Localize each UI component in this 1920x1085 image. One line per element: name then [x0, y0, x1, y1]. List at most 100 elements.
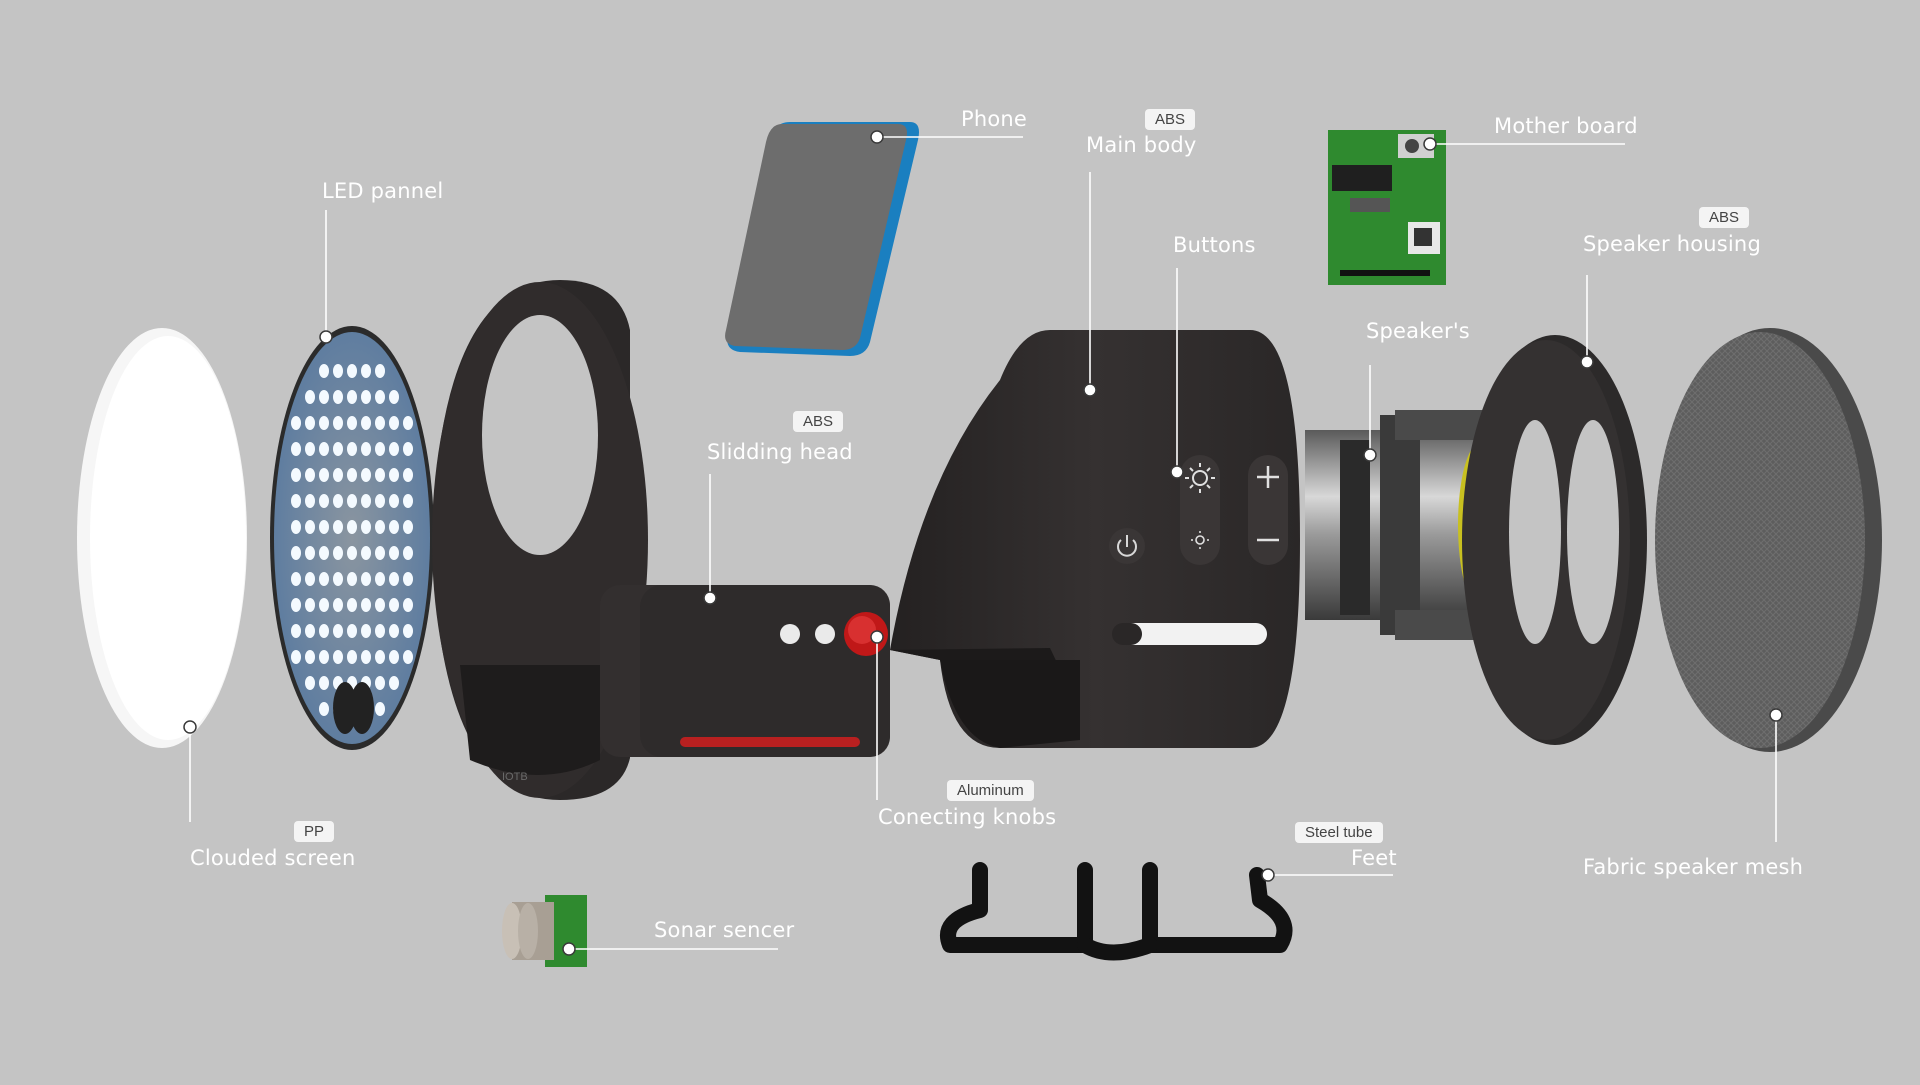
led-dot	[305, 416, 315, 430]
led-dot	[291, 416, 301, 430]
led-dot	[375, 546, 385, 560]
anchor-led-panel	[319, 330, 333, 344]
led-dot	[319, 624, 329, 638]
led-dot	[319, 702, 329, 716]
led-dot	[319, 520, 329, 534]
led-dot	[403, 650, 413, 664]
led-dot	[389, 624, 399, 638]
led-dot	[305, 572, 315, 586]
led-dot	[389, 572, 399, 586]
anchor-fabric-mesh	[1769, 708, 1783, 722]
svg-text:IOTB: IOTB	[502, 771, 528, 783]
buttons-label: Buttons	[1173, 233, 1256, 257]
led-dot	[361, 468, 371, 482]
anchor-buttons	[1170, 465, 1184, 479]
sonar-sensor	[502, 895, 587, 967]
led-dot	[375, 442, 385, 456]
led-dot	[375, 572, 385, 586]
feet-label: Feet	[1351, 846, 1397, 870]
led-dot	[361, 442, 371, 456]
leader-lines	[189, 136, 1777, 950]
anchor-sliding-head	[703, 591, 717, 605]
led-dot	[361, 598, 371, 612]
led-dot	[375, 468, 385, 482]
led-dot	[403, 598, 413, 612]
led-dot	[347, 624, 357, 638]
led-dot	[305, 442, 315, 456]
led-dot	[347, 598, 357, 612]
led-dot	[347, 364, 357, 378]
anchor-dots	[183, 130, 1783, 956]
led-dot	[319, 442, 329, 456]
led-dot	[361, 416, 371, 430]
led-dot	[375, 520, 385, 534]
anchor-connecting-knobs	[870, 630, 884, 644]
led-dot	[291, 624, 301, 638]
led-dot	[403, 520, 413, 534]
connecting-knobs-label: Conecting knobs	[878, 805, 1057, 829]
led-dot	[305, 624, 315, 638]
led-dot	[389, 598, 399, 612]
plus-icon	[1257, 466, 1279, 488]
phone-label: Phone	[961, 107, 1028, 131]
led-panel-label: LED pannel	[322, 179, 444, 203]
led-dot	[375, 702, 385, 716]
led-dot	[333, 494, 343, 508]
led-panel	[270, 326, 434, 750]
anchor-main-body	[1083, 383, 1097, 397]
led-dot	[389, 546, 399, 560]
sliding-head-label: Slidding head	[707, 440, 853, 464]
led-dot	[305, 390, 315, 404]
led-dot	[403, 624, 413, 638]
led-dot	[333, 598, 343, 612]
led-dot	[361, 390, 371, 404]
clouded-screen	[77, 328, 247, 748]
led-dot	[375, 390, 385, 404]
led-dot	[333, 468, 343, 482]
speaker-housing-material-tag: ABS	[1699, 207, 1750, 228]
led-dot	[291, 520, 301, 534]
led-dot-grid	[291, 364, 413, 716]
brightness-high-icon	[1185, 463, 1215, 493]
led-dot	[389, 416, 399, 430]
led-dot	[305, 468, 315, 482]
led-dot	[319, 390, 329, 404]
led-dot	[347, 390, 357, 404]
led-dot	[333, 364, 343, 378]
led-dot	[389, 390, 399, 404]
speaker-housing-label: Speaker housing	[1583, 232, 1761, 256]
led-dot	[347, 546, 357, 560]
main-body-label: Main body	[1086, 133, 1197, 157]
feet	[940, 862, 1293, 961]
led-dot	[375, 364, 385, 378]
led-dot	[319, 364, 329, 378]
clouded-screen-material-tag: PP	[294, 821, 335, 842]
led-dot	[333, 442, 343, 456]
led-dot	[333, 572, 343, 586]
led-dot	[347, 468, 357, 482]
led-dot	[389, 650, 399, 664]
anchor-speakers	[1363, 448, 1377, 462]
main-body-material-tag: ABS	[1145, 109, 1196, 130]
led-dot	[403, 494, 413, 508]
phone	[725, 122, 919, 356]
led-dot	[389, 520, 399, 534]
led-dot	[319, 572, 329, 586]
mother-board	[1328, 130, 1446, 285]
power-icon	[1117, 535, 1137, 557]
led-dot	[319, 598, 329, 612]
anchor-feet	[1261, 868, 1275, 882]
fabric-speaker-mesh-label: Fabric speaker mesh	[1583, 855, 1804, 879]
anchor-mother-board	[1423, 137, 1437, 151]
connecting-knobs-material-tag: Aluminum	[947, 780, 1034, 801]
fabric-speaker-mesh	[1655, 328, 1882, 752]
led-dot	[333, 546, 343, 560]
led-dot	[375, 676, 385, 690]
led-dot	[319, 468, 329, 482]
led-dot	[319, 546, 329, 560]
led-dot	[291, 598, 301, 612]
led-dot	[361, 364, 371, 378]
led-dot	[361, 520, 371, 534]
anchor-phone	[870, 130, 884, 144]
